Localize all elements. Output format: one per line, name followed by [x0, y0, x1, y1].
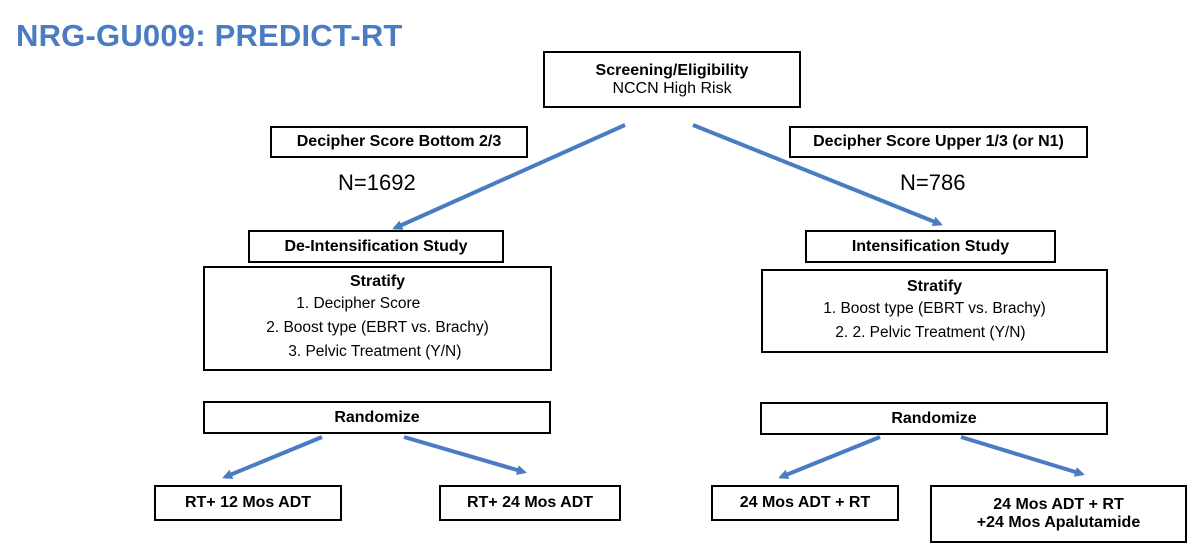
list-item: 2. 2. Pelvic Treatment (Y/N) [835, 323, 1026, 341]
left-stratify-list: 1. Decipher Score 2. Boost type (EBRT vs… [266, 292, 489, 364]
list-item: 3. Pelvic Treatment (Y/N) [288, 343, 462, 360]
arrow-to-deintensification [392, 123, 626, 230]
arrow-to-intensification [692, 123, 943, 227]
intensification-study-box: Intensification Study [805, 230, 1056, 263]
list-item: 2. Boost type (EBRT vs. Brachy) [266, 319, 489, 336]
right-arm-2-box: 24 Mos ADT + RT +24 Mos Apalutamide [930, 485, 1187, 543]
arrow-to-left-arm-1 [222, 435, 323, 479]
list-item: 1. Boost type (EBRT vs. Brachy) [823, 299, 1046, 317]
right-randomize-box: Randomize [760, 402, 1108, 435]
left-n-count: N=1692 [338, 170, 416, 195]
screening-box: Screening/Eligibility NCCN High Risk [543, 51, 801, 108]
left-randomize-box: Randomize [203, 401, 551, 434]
right-stratify-list: 1. Boost type (EBRT vs. Brachy) 2. 2. Pe… [823, 297, 1046, 345]
left-arm-1-box: RT+ 12 Mos ADT [154, 485, 342, 521]
deintensification-study-box: De-Intensification Study [248, 230, 504, 263]
arrow-to-left-arm-2 [403, 435, 527, 475]
right-arm-1-box: 24 Mos ADT + RT [711, 485, 899, 521]
arrow-to-right-arm-1 [778, 435, 881, 480]
left-stratify-heading: Stratify [349, 273, 406, 290]
page-title: NRG-GU009: PREDICT-RT [16, 18, 403, 53]
left-group-label: Decipher Score Bottom 2/3 [270, 126, 528, 158]
arrow-to-right-arm-2 [960, 435, 1085, 477]
list-item: 1. Decipher Score [296, 295, 421, 312]
right-n-count: N=786 [900, 170, 966, 195]
right-stratify-box: Stratify 1. Boost type (EBRT vs. Brachy)… [761, 269, 1108, 353]
right-stratify-heading: Stratify [906, 277, 963, 295]
screening-criteria: NCCN High Risk [612, 79, 732, 97]
left-stratify-box: Stratify 1. Decipher Score 2. Boost type… [203, 266, 552, 371]
left-arm-2-box: RT+ 24 Mos ADT [439, 485, 621, 521]
screening-heading: Screening/Eligibility [595, 61, 749, 79]
right-group-label: Decipher Score Upper 1/3 (or N1) [789, 126, 1088, 158]
